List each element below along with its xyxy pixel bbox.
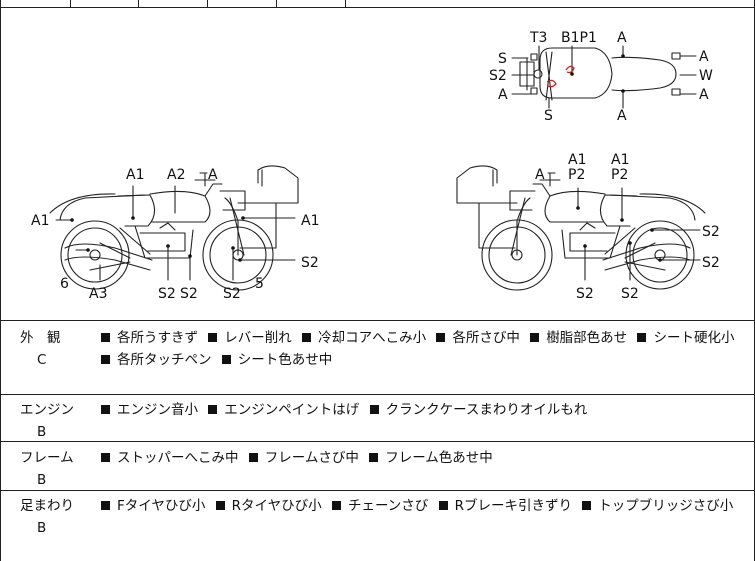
condition-item: クランクケースまわりオイルもれ (369, 402, 587, 418)
row-items: ストッパーへこみ中 フレームさび中 フレーム色あせ中 (101, 447, 751, 469)
label-left-s2-a: S2 (158, 286, 176, 302)
damage-mark-seat (565, 65, 575, 74)
condition-item: 各所タッチペン (101, 352, 212, 368)
label-right-p2-right: P2 (611, 167, 628, 183)
top-cell-divider (207, 0, 208, 7)
row-label: フレーム B (20, 447, 82, 491)
row-label: 足まわり B (20, 495, 82, 539)
condition-item: シート硬化小 (637, 330, 734, 346)
marker-dots (70, 54, 662, 262)
damage-diagram-svg: A1 A2 A A1 A1 6 A3 S2 S2 S2 S2 5 A A1 P2… (31, 30, 720, 302)
right-bike-illustration (456, 165, 706, 291)
top-cell-divider (138, 0, 139, 7)
top-view-leaders (511, 45, 697, 109)
top-border (0, 7, 755, 8)
label-top-b1p1: B1P1 (561, 30, 597, 46)
label-top-w-right: W (699, 68, 713, 84)
condition-item: ストッパーへこみ中 (101, 450, 239, 466)
label-right-a1-right: A1 (611, 152, 629, 168)
label-left-s2-c: S2 (223, 286, 241, 302)
label-left-a1-right: A1 (301, 213, 319, 229)
row-divider (0, 441, 755, 442)
label-left-a-bar: A (208, 167, 218, 183)
label-left-five: 5 (255, 276, 264, 292)
row-divider (0, 490, 755, 491)
label-top-a-bottom: A (617, 108, 627, 124)
condition-item: Rブレーキ引きずり (438, 498, 572, 514)
row-name: フレーム (20, 450, 74, 466)
row-grade: B (37, 424, 47, 440)
condition-item: トップブリッジさび小 (582, 498, 733, 514)
condition-item: シート色あせ中 (221, 352, 332, 368)
damage-diagram: A1 A2 A A1 A1 6 A3 S2 S2 S2 S2 5 A A1 P2… (0, 8, 755, 320)
right-bike-leaders (547, 172, 701, 281)
label-right-s2-upper: S2 (702, 224, 720, 240)
row-grade: B (37, 472, 47, 488)
row-items: Fタイヤひび小 Rタイヤひび小 チェーンさび Rブレーキ引きずり トップブリッジ… (101, 495, 751, 517)
row-label: エンジン B (20, 399, 82, 443)
condition-item: 樹脂部色あせ (530, 330, 627, 346)
row-name: エンジン (20, 402, 74, 418)
label-right-s2-lower: S2 (702, 255, 720, 271)
condition-item: 各所うすきず (101, 330, 198, 346)
row-divider (0, 394, 755, 395)
row-items: 各所うすきず レバー削れ 冷却コアへこみ小 各所さび中 樹脂部色あせ シート硬化… (101, 327, 751, 371)
label-top-a-right-bottom: A (699, 87, 709, 103)
label-left-a1-left: A1 (31, 213, 49, 229)
label-top-s-bottom: S (544, 108, 553, 124)
condition-item: エンジンペイントはげ (208, 402, 359, 418)
top-cell-divider (276, 0, 277, 7)
top-cell-divider (70, 0, 71, 7)
row-label: 外 観 C (20, 327, 82, 371)
top-cell-divider (345, 0, 346, 7)
row-name: 足まわり (20, 498, 74, 514)
label-left-six: 6 (60, 276, 69, 292)
condition-item: エンジン音小 (101, 402, 198, 418)
condition-item: Rタイヤひび小 (215, 498, 322, 514)
row-grade: B (37, 520, 47, 536)
label-left-s2-right: S2 (301, 255, 319, 271)
label-top-s2-left: S2 (489, 68, 507, 84)
label-right-s2-bottom-right: S2 (621, 286, 639, 302)
left-border (0, 0, 1, 561)
condition-item: フレームさび中 (248, 450, 359, 466)
row-name: 外 観 (20, 330, 61, 346)
label-left-a3: A3 (89, 286, 107, 302)
label-left-s2-b: S2 (180, 286, 198, 302)
damage-mark-tank (546, 79, 557, 88)
condition-item: 冷却コアへこみ小 (302, 330, 426, 346)
condition-item: フレーム色あせ中 (369, 450, 493, 466)
diagram-bottom-border (0, 320, 755, 321)
condition-item: Fタイヤひび小 (101, 498, 205, 514)
row-grade: C (37, 352, 47, 368)
label-right-p2-left: P2 (568, 167, 585, 183)
left-bike-illustration (49, 165, 299, 291)
condition-item: チェーンさび (331, 498, 428, 514)
label-right-a1-left: A1 (568, 152, 586, 168)
row-items: エンジン音小 エンジンペイントはげ クランクケースまわりオイルもれ (101, 399, 751, 421)
label-top-a-top: A (617, 30, 627, 46)
top-view-illustration (519, 47, 681, 101)
condition-item: 各所さび中 (436, 330, 520, 346)
label-top-a-right-top: A (699, 49, 709, 65)
label-top-t3: T3 (529, 30, 547, 46)
label-right-a-bar: A (535, 167, 545, 183)
damage-marks (546, 65, 575, 88)
label-left-a2: A2 (167, 167, 185, 183)
left-bike-leaders (55, 172, 296, 281)
label-right-s2-bottom-left: S2 (576, 286, 594, 302)
label-top-a-left: A (498, 87, 508, 103)
condition-item: レバー削れ (208, 330, 292, 346)
label-left-a1-top: A1 (126, 167, 144, 183)
label-top-s-left: S (498, 51, 507, 67)
